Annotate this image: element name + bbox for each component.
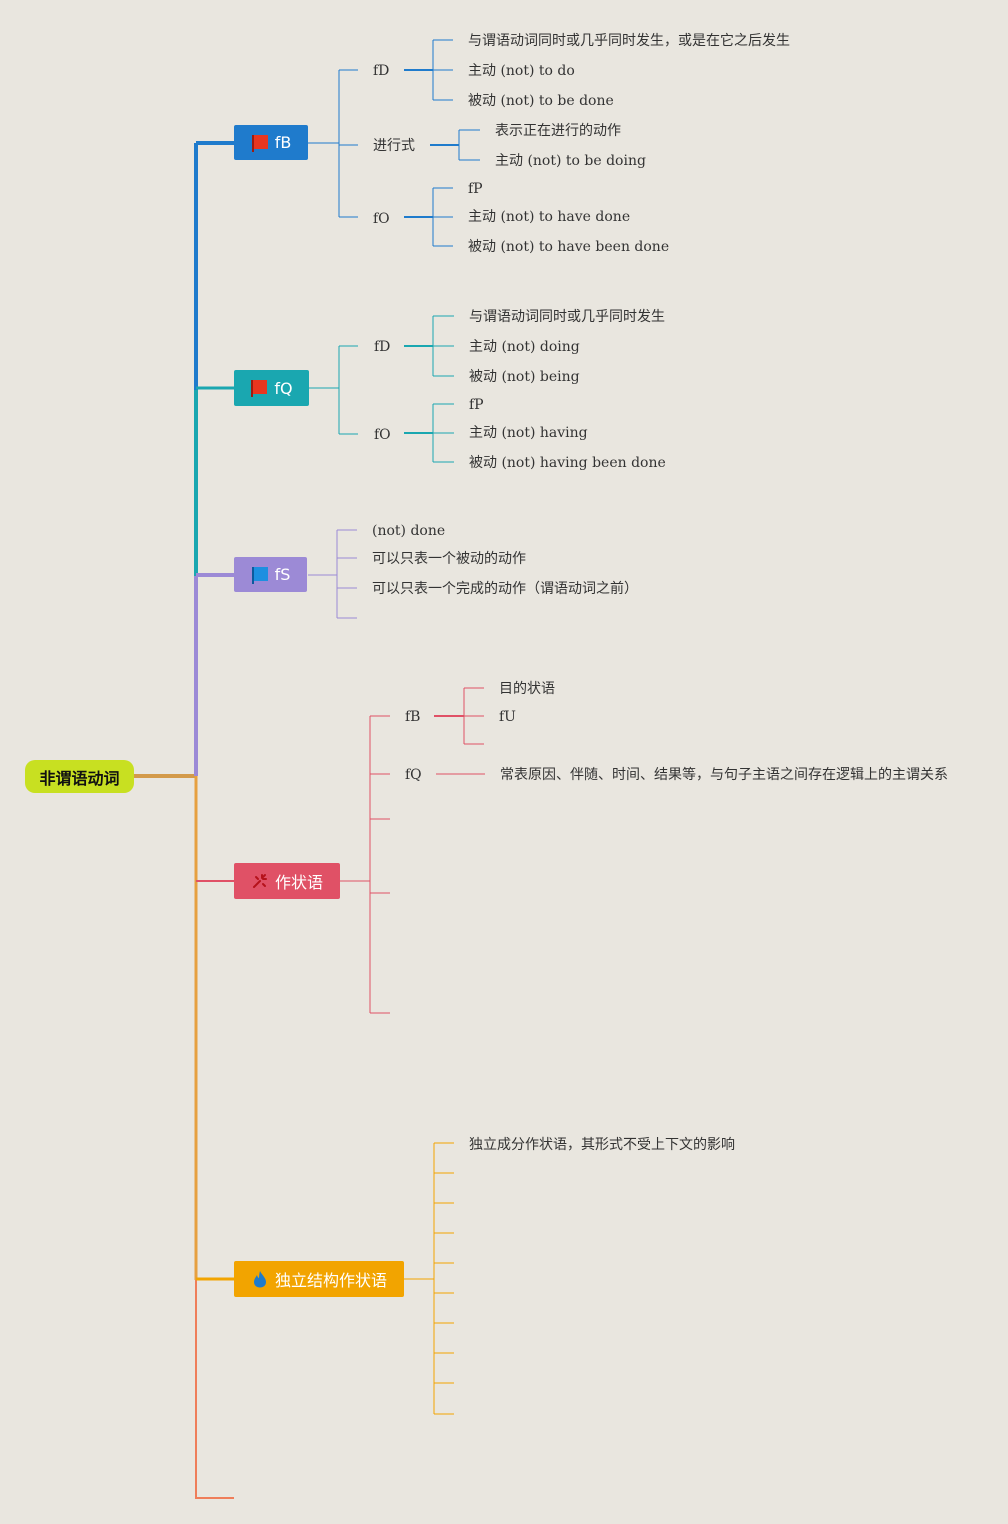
group-b1-g1-label[interactable]: fD bbox=[373, 63, 390, 79]
leaf-b1-g3-i1[interactable]: fP bbox=[468, 181, 483, 197]
leaf-b1-g3-i2[interactable]: 主动 (not) to have done bbox=[468, 209, 631, 225]
group-b4-g2-label[interactable]: fQ bbox=[405, 767, 422, 783]
leaf-b2-g2-i1[interactable]: fP bbox=[469, 397, 484, 413]
leaf-b1-g1-i1[interactable]: 与谓语动词同时或几乎同时发生，或是在它之后发生 bbox=[468, 33, 790, 49]
group-b1-g3-label[interactable]: fO bbox=[373, 211, 390, 227]
group-b1-g2-label[interactable]: 进行式 bbox=[373, 138, 415, 154]
branch-node-b1[interactable]: fB bbox=[234, 125, 308, 160]
branch-label-b5: 独立结构作状语 bbox=[274, 1271, 387, 1290]
branch-node-b4[interactable]: 作状语 bbox=[234, 863, 340, 899]
leaf-b1-g1-i3[interactable]: 被动 (not) to be done bbox=[468, 93, 614, 109]
root-label: 非谓语动词 bbox=[39, 768, 120, 788]
leaf-b2-g1-i1[interactable]: 与谓语动词同时或几乎同时发生 bbox=[469, 309, 665, 325]
blue-flag-icon bbox=[251, 566, 269, 584]
leaf-b2-g2-i2[interactable]: 主动 (not) having bbox=[469, 425, 588, 441]
flame-icon bbox=[251, 1270, 269, 1288]
fireworks-icon bbox=[251, 872, 269, 890]
branch-node-b5[interactable]: 独立结构作状语 bbox=[234, 1261, 404, 1297]
branch-label-b2: fQ bbox=[274, 378, 293, 398]
branch-label-b1: fB bbox=[274, 133, 292, 152]
group-b2-g2-label[interactable]: fO bbox=[374, 427, 391, 443]
leaf-b1-g2-i1[interactable]: 表示正在进行的动作 bbox=[495, 123, 621, 139]
branch-label-b3: fS bbox=[274, 565, 291, 584]
leaf-b2-g1-i3[interactable]: 被动 (not) being bbox=[469, 369, 580, 385]
leaf-b1-g2-i2[interactable]: 主动 (not) to be doing bbox=[495, 153, 646, 169]
leaf-b3-i2[interactable]: 可以只表一个被动的动作 bbox=[372, 551, 526, 567]
leaf-b3-i3[interactable]: 可以只表一个完成的动作（谓语动词之前） bbox=[372, 581, 638, 597]
branch-label-b4: 作状语 bbox=[274, 873, 323, 892]
red-flag-icon bbox=[250, 379, 268, 397]
branch-node-b2[interactable]: fQ bbox=[234, 370, 309, 406]
branch-node-b3[interactable]: fS bbox=[234, 557, 307, 592]
leaf-b1-g1-i2[interactable]: 主动 (not) to do bbox=[468, 63, 575, 79]
group-b4-g1-label[interactable]: fB bbox=[405, 709, 421, 725]
leaf-b2-g2-i3[interactable]: 被动 (not) having been done bbox=[469, 455, 666, 471]
leaf-b3-i1[interactable]: (not) done bbox=[372, 523, 446, 539]
red-flag-icon bbox=[251, 134, 269, 152]
leaf-b4-g2-i1[interactable]: 常表原因、伴随、时间、结果等，与句子主语之间存在逻辑上的主谓关系 bbox=[500, 767, 948, 783]
leaf-b4-g1-i1[interactable]: 目的状语 bbox=[499, 681, 555, 697]
leaf-b2-g1-i2[interactable]: 主动 (not) doing bbox=[469, 339, 580, 355]
leaf-b4-g1-i2[interactable]: fU bbox=[499, 709, 516, 725]
root-node[interactable]: 非谓语动词 bbox=[25, 760, 134, 793]
leaf-b5-i1[interactable]: 独立成分作状语，其形式不受上下文的影响 bbox=[469, 1137, 735, 1153]
group-b2-g1-label[interactable]: fD bbox=[374, 339, 391, 355]
leaf-b1-g3-i3[interactable]: 被动 (not) to have been done bbox=[468, 239, 670, 255]
